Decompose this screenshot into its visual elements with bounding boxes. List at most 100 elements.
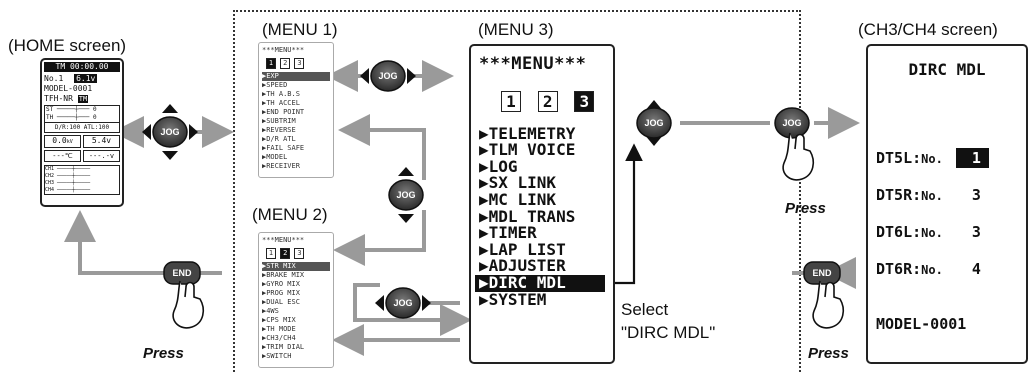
menu3-item-dirc-mdl[interactable]: ▶DIRC MDL [475, 274, 605, 292]
select-note-line2: "DIRC MDL" [621, 323, 716, 342]
home-rx-volt-unit-1: kV [66, 139, 73, 145]
menu1-item[interactable]: ▶SPEED [262, 81, 288, 89]
menu2-item[interactable]: ▶STR MIX [262, 262, 330, 271]
home-timer: TM 00:00.00 [44, 62, 120, 72]
home-rx-volt-1: 0.0 [52, 136, 67, 145]
menu1-item[interactable]: ▶D/R ATL [262, 135, 296, 143]
dirc-row-value[interactable]: 1 [955, 148, 989, 168]
dirc-row-label: DT6L: [876, 223, 922, 241]
dirc-row-label: DT5R: [876, 186, 922, 204]
dirc-row-no: No. [921, 189, 943, 203]
menu3-item-lap-list[interactable]: ▶LAP LIST [479, 239, 566, 259]
menu1-item[interactable]: ▶MODEL [262, 153, 288, 161]
home-screen: TM 00:00.00 No.1 6.1v MODEL-0001 TFH-NR … [40, 58, 124, 207]
menu1-item[interactable]: ▶REVERSE [262, 126, 296, 134]
home-ch2: CH2 [45, 173, 55, 179]
menu2-tab-2[interactable]: 2 [280, 248, 291, 259]
svg-text:JOG: JOG [782, 118, 801, 128]
menu3-tab-2[interactable]: 2 [537, 90, 558, 112]
menu1-screen: ***MENU*** 1 2 3 ▶EXP ▶SPEED ▶TH A.B.S ▶… [258, 42, 334, 178]
menu2-item[interactable]: ▶TH MODE [262, 325, 296, 333]
menu2-item[interactable]: ▶TRIM DIAL [262, 343, 305, 351]
jog-button-menu3: JOG [636, 107, 672, 139]
menu1-item[interactable]: ▶END POINT [262, 108, 305, 116]
menu1-item[interactable]: ▶TH A.B.S [262, 90, 300, 98]
end-button-menu2: END [163, 261, 205, 329]
menu3-item-tlm-voice[interactable]: ▶TLM VOICE [479, 140, 576, 160]
caption-menu2: (MENU 2) [252, 205, 328, 224]
menu3-item-sx-link[interactable]: ▶SX LINK [479, 173, 557, 193]
home-model-no: No.1 [44, 74, 64, 83]
menu3-tab-1[interactable]: 1 [501, 90, 521, 112]
caption-ch3ch4: (CH3/CH4 screen) [858, 20, 998, 39]
dirc-row-no: No. [921, 226, 943, 240]
menu3-item-system[interactable]: ▶SYSTEM [479, 289, 547, 309]
home-trim-box: ST ─────┼─── 0 TH ─────┼─── 0 [44, 105, 120, 123]
menu1-item[interactable]: ▶SUBTRIM [262, 117, 296, 125]
menu3-item-log[interactable]: ▶LOG [479, 156, 518, 176]
menu1-item[interactable]: ▶FAIL SAFE [262, 144, 305, 152]
dirc-title: DIRC MDL [908, 60, 986, 79]
home-st-label: ST [46, 106, 54, 113]
menu3-tab-3[interactable]: 3 [574, 90, 595, 112]
menu1-tab-3[interactable]: 3 [294, 58, 305, 69]
svg-text:JOG: JOG [393, 298, 412, 308]
dirc-row-value[interactable]: 3 [971, 186, 981, 204]
dirc-row-no: No. [921, 263, 943, 277]
home-th-label: TH [46, 114, 54, 121]
menu2-tab-3[interactable]: 3 [294, 248, 305, 259]
menu3-item-telemetry[interactable]: ▶TELEMETRY [479, 123, 576, 143]
caption-menu1: (MENU 1) [262, 20, 338, 39]
home-model-name: MODEL-0001 [44, 84, 93, 93]
home-system-badge: TM [77, 95, 89, 103]
dirc-row-value[interactable]: 4 [971, 260, 981, 278]
menu1-item[interactable]: ▶RECEIVER [262, 162, 300, 170]
menu1-tab-2[interactable]: 2 [280, 58, 291, 69]
menu2-item[interactable]: ▶CH3/CH4 [262, 334, 296, 342]
menu3-title: ***MENU*** [479, 54, 587, 74]
menu2-item[interactable]: ▶4WS [262, 307, 279, 315]
menu2-item[interactable]: ▶GYRO MIX [262, 280, 300, 288]
menu-group-frame [233, 10, 801, 372]
dirc-row-no: No. [921, 152, 943, 166]
menu2-item[interactable]: ▶PROG MIX [262, 289, 300, 297]
svg-text:JOG: JOG [378, 71, 397, 81]
home-system: TFH-NR [44, 94, 73, 103]
press-label-end-right: Press [808, 345, 849, 362]
home-voltage: 6.1v [74, 74, 98, 83]
jog-button-menu-mid: JOG [388, 167, 424, 223]
home-rx-volt-2: 5.4v [83, 135, 120, 148]
jog-press-button: JOG [774, 107, 815, 181]
menu1-item[interactable]: ▶TH ACCEL [262, 99, 300, 107]
home-channel-bars: CH1 ─────┼───── CH2 ─────┼───── CH3 ────… [44, 165, 120, 195]
menu2-item[interactable]: ▶DUAL ESC [262, 298, 300, 306]
menu3-item-mc-link[interactable]: ▶MC LINK [479, 189, 557, 209]
press-label-jog: Press [785, 200, 826, 217]
jog-button-home: JOG [142, 104, 198, 160]
home-temp: ---℃ [44, 150, 81, 162]
home-ch1: CH1 [45, 166, 55, 172]
select-note-line1: Select [621, 300, 669, 319]
menu2-item[interactable]: ▶CPS MIX [262, 316, 296, 324]
menu2-tab-1[interactable]: 1 [266, 248, 276, 259]
home-ch4: CH4 [45, 187, 55, 193]
home-volt3: ---.-v [83, 150, 120, 162]
home-dr-atl: D/R:100 ATL:100 [44, 123, 120, 133]
dirc-row-value[interactable]: 3 [971, 223, 981, 241]
dirc-row-label: DT5L: [876, 149, 922, 167]
menu3-item-adjuster[interactable]: ▶ADJUSTER [479, 256, 566, 276]
menu1-item[interactable]: ▶EXP [262, 72, 330, 81]
svg-text:END: END [812, 268, 832, 278]
home-th-value: 0 [92, 114, 97, 121]
svg-text:JOG: JOG [396, 190, 415, 200]
home-st-value: 0 [92, 106, 97, 113]
menu3-screen: ***MENU*** 1 2 3 ▶TELEMETRY ▶TLM VOICE ▶… [469, 44, 615, 364]
dirc-mdl-screen: DIRC MDL DT5L:No. 1 DT5R:No. 3 DT6L:No. … [866, 44, 1028, 364]
menu1-tab-1[interactable]: 1 [266, 58, 276, 69]
menu3-item-mdl-trans[interactable]: ▶MDL TRANS [479, 206, 576, 226]
menu2-item[interactable]: ▶SWITCH [262, 352, 292, 360]
menu3-item-timer[interactable]: ▶TIMER [479, 223, 537, 243]
jog-button-menu-top: JOG [360, 60, 416, 92]
menu2-item[interactable]: ▶BRAKE MIX [262, 271, 305, 279]
svg-text:JOG: JOG [644, 118, 663, 128]
